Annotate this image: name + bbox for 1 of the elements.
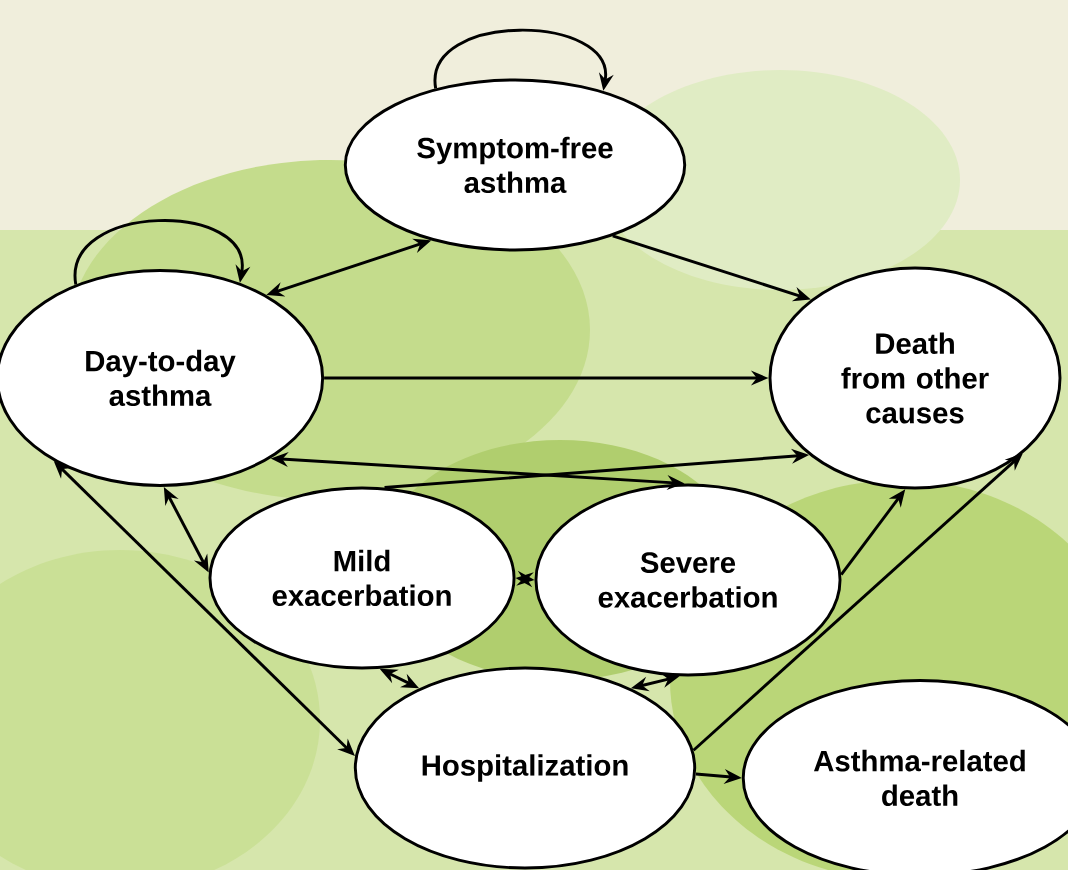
arrow xyxy=(74,219,251,285)
